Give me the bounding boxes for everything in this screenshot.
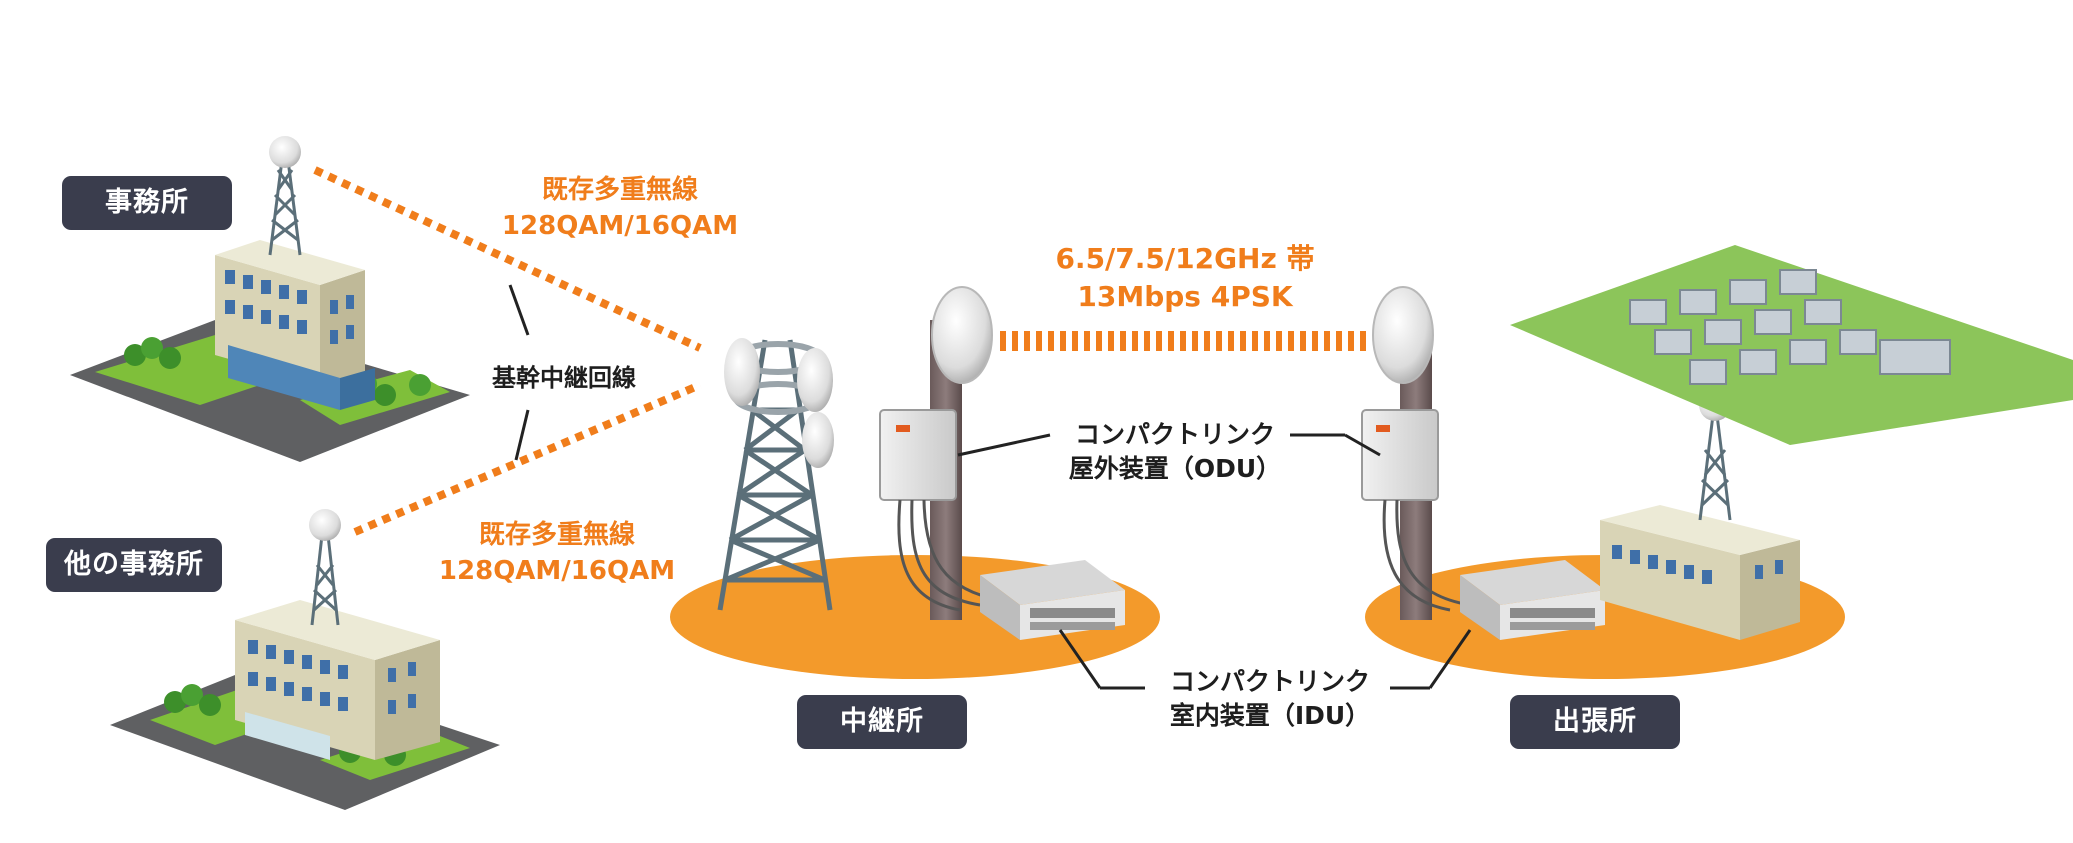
- trunk-line-label: 基幹中継回線: [486, 356, 642, 395]
- radio-tower-icon: [268, 159, 302, 256]
- existing-radio-link-upper: [313, 166, 702, 352]
- branch-station: [1361, 286, 1845, 679]
- office-building: [70, 136, 470, 462]
- branch-office-badge: 出張所: [1510, 695, 1680, 749]
- existing-radio-modulation: 128QAM/16QAM: [501, 211, 739, 241]
- dish-antenna-icon: [269, 136, 301, 168]
- dish-antenna-icon: [797, 348, 833, 412]
- odu-unit-icon: [1361, 409, 1439, 501]
- idu-product-name: コンパクトリンク: [1169, 667, 1370, 696]
- link-rate: 13Mbps 4PSK: [1077, 280, 1293, 313]
- radio-tower-icon: [1698, 414, 1732, 521]
- other-office-building: [110, 509, 500, 810]
- dish-antenna-icon: [931, 286, 993, 384]
- odu-unit-name: 屋外装置（ODU）: [1068, 454, 1282, 483]
- frequency-band: 6.5/7.5/12GHz 帯: [1055, 242, 1315, 275]
- trunk-bracket: [508, 284, 530, 461]
- radio-tower-icon: [310, 534, 340, 626]
- odu-unit-icon: [879, 409, 957, 501]
- existing-radio-label-lower: 既存多重無線 128QAM/16QAM: [432, 517, 682, 589]
- odu-product-name: コンパクトリンク: [1074, 420, 1275, 449]
- other-office-badge: 他の事務所: [46, 538, 222, 592]
- existing-radio-name: 既存多重無線: [541, 175, 698, 205]
- dish-antenna-icon: [1372, 286, 1434, 384]
- existing-radio-label-upper: 既存多重無線 128QAM/16QAM: [495, 172, 745, 244]
- relay-station: [670, 286, 1160, 679]
- relay-station-badge: 中継所: [797, 695, 967, 749]
- residential-area: [1510, 245, 2073, 445]
- dish-antenna-icon: [309, 509, 341, 541]
- office-badge: 事務所: [62, 176, 232, 230]
- existing-radio-name: 既存多重無線: [478, 520, 635, 550]
- odu-callout: コンパクトリンク 屋外装置（ODU）: [1060, 418, 1290, 486]
- existing-radio-modulation: 128QAM/16QAM: [438, 556, 676, 586]
- dish-antenna-icon: [724, 338, 760, 406]
- house-icon: [1629, 269, 1951, 385]
- dish-antenna-icon: [802, 412, 834, 468]
- idu-callout: コンパクトリンク 室内装置（IDU）: [1150, 665, 1390, 733]
- compact-link-label: 6.5/7.5/12GHz 帯 13Mbps 4PSK: [1035, 240, 1335, 316]
- existing-radio-link-lower: [353, 381, 702, 536]
- idu-unit-name: 室内装置（IDU）: [1169, 701, 1371, 730]
